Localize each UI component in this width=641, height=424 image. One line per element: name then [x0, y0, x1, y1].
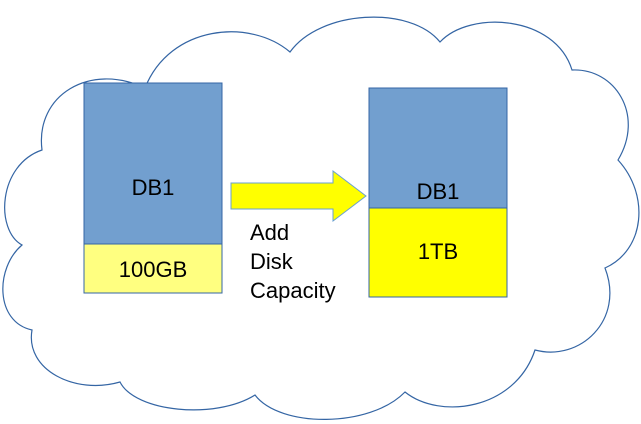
- action-line-capacity: Capacity: [250, 278, 336, 303]
- disk-before-block: [83, 243, 223, 294]
- disk-after-label: 1TB: [418, 239, 458, 264]
- db1-after-label: DB1: [417, 179, 460, 204]
- disk-before-label: 100GB: [119, 257, 188, 282]
- disk-after-block: [368, 207, 508, 298]
- action-line-add: Add: [250, 220, 289, 245]
- db1-before-label: DB1: [132, 175, 175, 200]
- right-arrow-icon: [230, 169, 367, 223]
- action-line-disk: Disk: [250, 249, 294, 274]
- db1-before-block: [83, 82, 223, 245]
